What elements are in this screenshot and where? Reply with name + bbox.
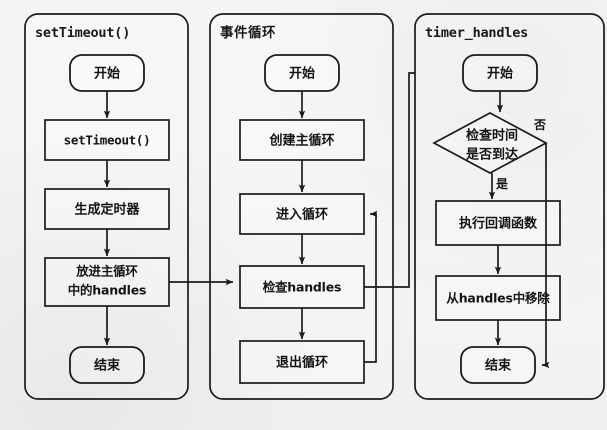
- node-p2-enter-loop[interactable]: [239, 193, 365, 235]
- edge-label-yes: 是: [495, 177, 509, 191]
- node-p2-create-loop[interactable]: [239, 119, 365, 161]
- node-p3-remove-handle[interactable]: [435, 275, 561, 321]
- edge-label-no: 否: [533, 118, 546, 132]
- node-p1-end[interactable]: [69, 346, 145, 384]
- edge-p2-exit-to-enter-loop: [364, 210, 378, 363]
- node-p3-decision-label-line1: 检查时间: [466, 128, 518, 144]
- node-p1-push-handles-label-line2: 中的handles: [68, 283, 147, 298]
- node-p3-start-label: 开始: [487, 66, 513, 82]
- node-p2-create-loop-label: 创建主循环: [268, 133, 334, 149]
- node-p1-end-label: 结束: [94, 358, 121, 374]
- node-p3-end-label: 结束: [485, 358, 512, 374]
- node-p2-check-handles-label: 检查handles: [263, 280, 342, 295]
- node-p3-remove-handle-label: 从handles中移除: [446, 291, 550, 306]
- panel-set-timeout: setTimeout() 开始 setTimeout() 生成定时器 放进主循环…: [24, 13, 189, 400]
- node-p2-start-label: 开始: [289, 66, 315, 82]
- edge-p3-decision-no-to-end: [541, 143, 550, 369]
- node-p1-create-timer-label: 生成定时器: [74, 202, 140, 218]
- panel-event-loop-title: 事件循环: [220, 24, 276, 41]
- node-p2-enter-loop-label: 进入循环: [276, 207, 328, 223]
- node-p2-exit-loop[interactable]: [239, 340, 365, 384]
- node-p3-decision[interactable]: [432, 112, 548, 174]
- node-p1-start-label: 开始: [94, 66, 120, 82]
- node-p2-check-handles[interactable]: [239, 265, 365, 309]
- node-p3-decision-label-line2: 是否到达: [465, 147, 518, 163]
- panel-set-timeout-title: setTimeout(): [35, 25, 130, 41]
- panel-event-loop: 事件循环 开始 创建主循环 进入循环 检查handles 退出循环: [209, 13, 394, 400]
- node-p1-push-handles-label-line1: 放进主循环: [75, 264, 138, 279]
- node-p3-run-callback-label: 执行回调函数: [459, 216, 538, 232]
- node-p1-settimeout-label: setTimeout(): [64, 133, 151, 148]
- node-p3-end[interactable]: [460, 346, 536, 384]
- panel-timer-handles: timer_handles 开始 检查时间 是否到达 是 否 执行回调函数 从h…: [414, 13, 605, 400]
- panel-timer-handles-title: timer_handles: [425, 25, 528, 41]
- node-p2-exit-loop-label: 退出循环: [276, 355, 328, 371]
